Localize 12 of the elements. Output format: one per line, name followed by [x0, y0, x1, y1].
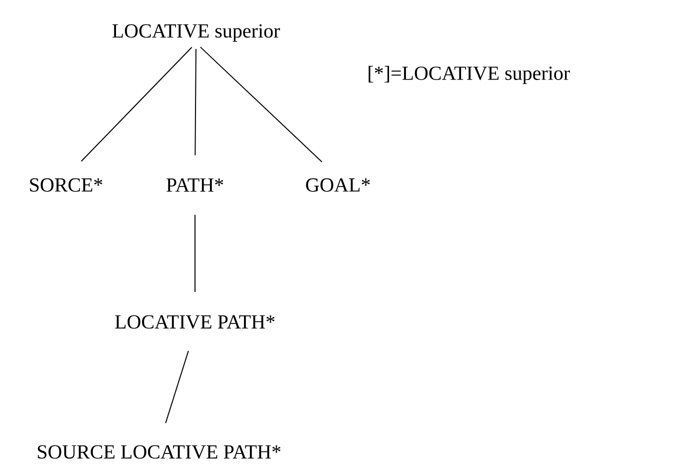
tree-line: [80, 46, 192, 162]
node-label: SOURCE LOCATIVE PATH*: [38, 445, 280, 459]
tree-line: [165, 350, 189, 424]
node-label: SORCE*: [30, 178, 102, 192]
node-label: GOAL*: [306, 178, 370, 192]
tree-line: [194, 48, 196, 156]
node-label: LOCATIVE superior: [112, 24, 280, 42]
tree-line: [194, 214, 196, 293]
note-label: [*]=LOCATIVE superior: [368, 66, 570, 84]
node-label: LOCATIVE PATH*: [115, 315, 274, 329]
node-label: PATH*: [166, 178, 224, 192]
tree-line: [200, 46, 322, 162]
